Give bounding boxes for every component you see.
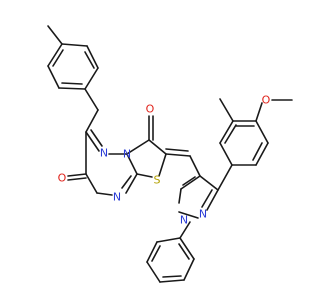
atom-n-pyrazole-right: N xyxy=(199,208,207,221)
atom-labels: N N N O O S N N O xyxy=(58,94,271,227)
atom-n-bridge: N xyxy=(123,148,131,161)
atom-s-thiazole: S xyxy=(154,174,161,187)
atom-o-upper: O xyxy=(146,103,155,116)
atom-n-pyrazole-bottom: N xyxy=(180,214,188,227)
atom-n-triazine-left: N xyxy=(100,147,108,160)
atom-o-lower: O xyxy=(58,172,67,185)
atom-n-triazine-bottom: N xyxy=(113,191,121,204)
molecule-structure: N N N O O S N N O xyxy=(47,25,293,283)
atom-o-methoxy: O xyxy=(262,94,271,107)
bonds xyxy=(47,25,293,283)
